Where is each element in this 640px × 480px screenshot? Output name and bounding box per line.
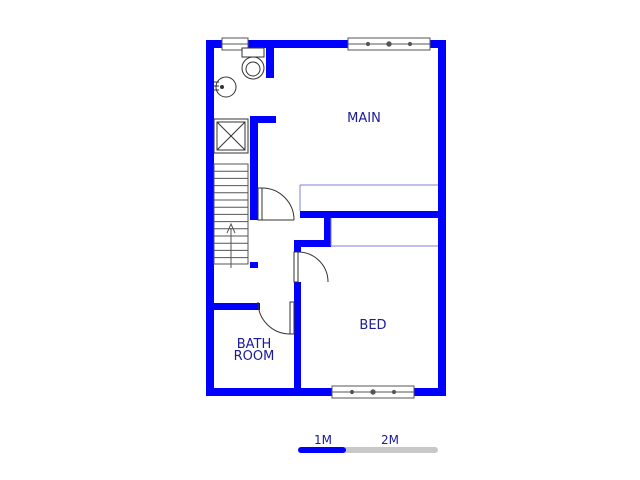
exterior-walls [206,40,446,396]
built-in-cupboard [299,184,438,247]
wall-middle-stub-right [324,218,331,246]
staircase [213,163,249,268]
windows [221,37,431,399]
wall-bed-left-upper [294,240,301,252]
wall-shower-top [250,116,276,123]
shower-icon [213,118,249,154]
door-main [257,187,295,221]
sink-icon [214,76,237,98]
room-label-bath-line2: ROOM [234,349,275,364]
toilet-icon [241,47,265,80]
window-bottom-bed [331,385,415,399]
room-label-main: MAIN [347,111,381,126]
wall-main-bed [300,211,438,218]
wall-bottom [206,388,446,396]
door-bed [293,251,329,283]
wall-toilet-partition [266,48,274,78]
wall-stair-upper [250,116,258,220]
window-top-left [221,37,249,51]
interior-walls [206,48,438,396]
scale-label-2m: 2M [381,433,399,447]
wall-bath-top [206,303,260,310]
window-top-main [347,37,431,51]
wall-left [206,40,214,396]
wall-stair-lower-right [250,262,258,268]
wall-right [438,40,446,396]
room-label-bath-line1: BATH [237,337,272,352]
scale-bar-empty [343,447,438,453]
wall-middle-stub-bottom [294,240,331,247]
wall-bed-left-lower [294,282,301,396]
door-bath [257,301,295,335]
scale-bar-filled [298,447,346,453]
doors [257,187,329,335]
scale-bar: 1M 2M [298,433,438,453]
room-label-bed: BED [359,318,386,333]
wall-top [206,40,446,48]
scale-label-1m: 1M [314,433,332,447]
